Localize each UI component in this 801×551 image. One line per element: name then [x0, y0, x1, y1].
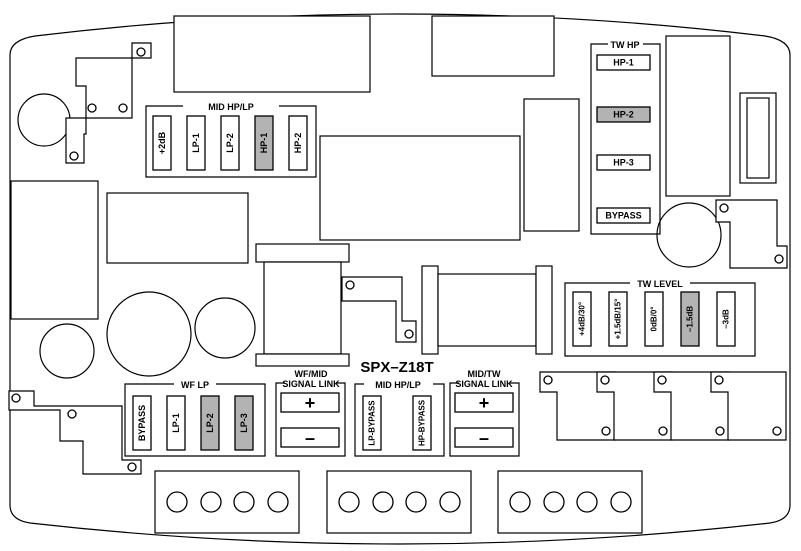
group-title: SIGNAL LINK [282, 379, 340, 389]
jumper-tab[interactable] [234, 395, 254, 451]
component-block [431, 15, 555, 77]
group-title: WF/MID [295, 369, 328, 379]
component-block [523, 98, 580, 232]
tw-level-group: TW LEVEL +4dB/30° +1.5dB/15° 0dB/0° –1.5dB –… [564, 279, 756, 357]
coil-inductor [255, 243, 350, 367]
jumper-tab[interactable] [152, 115, 172, 171]
jumper-tab[interactable] [186, 115, 206, 171]
mounting-bracket [653, 371, 730, 441]
jumper-tab[interactable] [644, 291, 664, 347]
jumper-tab-label: BYPASS [605, 211, 641, 221]
minus-terminal[interactable] [454, 427, 514, 448]
jumper-tab-label: HP-1 [613, 58, 634, 68]
group-title: SIGNAL LINK [455, 379, 513, 389]
group-title: TW LEVEL [637, 279, 683, 289]
jumper-tab-label: HP-BYPASS [418, 399, 427, 446]
capacitor-circle [17, 93, 71, 147]
component-block [319, 135, 521, 241]
jumper-tab[interactable] [254, 115, 274, 171]
jumper-tab[interactable] [596, 154, 651, 171]
jumper-tab[interactable] [200, 395, 220, 451]
jumper-tab-label: HP-2 [613, 110, 634, 120]
jumper-tab-label: LP-1 [191, 133, 201, 153]
jumper-tab-label: BYPASS [137, 405, 147, 441]
jumper-tab[interactable] [362, 395, 382, 451]
jumper-tab[interactable] [596, 207, 651, 224]
jumper-tab[interactable] [220, 115, 240, 171]
mid-hp-lp-top-group: MID HP/LP +2dB LP-1 LP-2 HP-1 HP-2 [145, 102, 317, 178]
plus-terminal[interactable] [280, 392, 340, 413]
jumper-tab-label: LP-BYPASS [368, 400, 377, 446]
jumper-tab-label: HP-2 [293, 133, 303, 154]
mounting-bracket [341, 276, 417, 343]
jumper-tab-label: LP-2 [225, 133, 235, 153]
mounting-bracket [8, 390, 142, 475]
plus-terminal-label: + [479, 393, 490, 413]
mounting-bracket [715, 199, 788, 269]
wf-mid-signal-link-group: WF/MID SIGNAL LINK + – [275, 369, 346, 457]
jumper-tab-label: +1.5dB/15° [614, 299, 623, 340]
mounting-bracket [710, 371, 787, 441]
group-title: MID/TW [468, 369, 501, 379]
plus-terminal[interactable] [454, 392, 514, 413]
jumper-tab[interactable] [132, 395, 152, 451]
coil-inductor [421, 265, 553, 355]
jumper-tab[interactable] [608, 291, 628, 347]
jumper-tab-label: –3dB [722, 309, 731, 329]
group-title: MID HP/LP [375, 380, 421, 390]
minus-terminal-label: – [479, 428, 489, 448]
jumper-tab-label: LP-1 [171, 413, 181, 433]
terminal-block [326, 470, 472, 534]
component-block [665, 35, 731, 197]
terminal-block [154, 470, 300, 534]
model-label: SPX–Z18T [360, 359, 433, 376]
group-title: MID HP/LP [208, 102, 254, 112]
jumper-tab[interactable] [680, 291, 700, 347]
jumper-tab-label: 0dB/0° [650, 307, 659, 332]
mounting-bracket [65, 42, 152, 164]
capacitor-circle [39, 323, 95, 379]
component-block [10, 180, 99, 320]
component-block [106, 192, 249, 264]
jumper-tab-label: HP-3 [613, 158, 634, 168]
jumper-tab[interactable] [288, 115, 308, 171]
group-title: WF LP [181, 380, 209, 390]
jumper-tab[interactable] [572, 291, 592, 347]
jumper-tab-label: LP-3 [239, 413, 249, 433]
group-title: TW HP [611, 40, 640, 50]
coil-inductor [739, 92, 777, 184]
wf-lp-group: WF LP BYPASS LP-1 LP-2 LP-3 [124, 380, 266, 457]
jumper-tab-label: –1.5dB [686, 306, 695, 332]
jumper-tab-label: LP-2 [205, 413, 215, 433]
jumper-tab[interactable] [596, 54, 651, 71]
mid-tw-signal-link-group: MID/TW SIGNAL LINK + – [449, 369, 520, 457]
jumper-tab-label: +4dB/30° [578, 302, 587, 336]
minus-terminal[interactable] [280, 427, 340, 448]
jumper-tab[interactable] [596, 106, 651, 123]
mid-hp-lp-bottom-group: MID HP/LP LP-BYPASS HP-BYPASS [354, 380, 445, 457]
terminal-block [497, 470, 643, 534]
capacitor-circle [656, 202, 722, 268]
minus-terminal-label: – [305, 428, 315, 448]
jumper-tab[interactable] [412, 395, 432, 451]
mounting-bracket [539, 371, 616, 441]
capacitor-circle [194, 297, 256, 359]
jumper-tab[interactable] [716, 291, 736, 347]
capacitor-circle [106, 291, 192, 377]
plus-terminal-label: + [305, 393, 316, 413]
jumper-tab-label: HP-1 [259, 133, 269, 154]
jumper-tab-label: +2dB [157, 131, 167, 154]
component-block [173, 15, 371, 93]
jumper-tab[interactable] [166, 395, 186, 451]
